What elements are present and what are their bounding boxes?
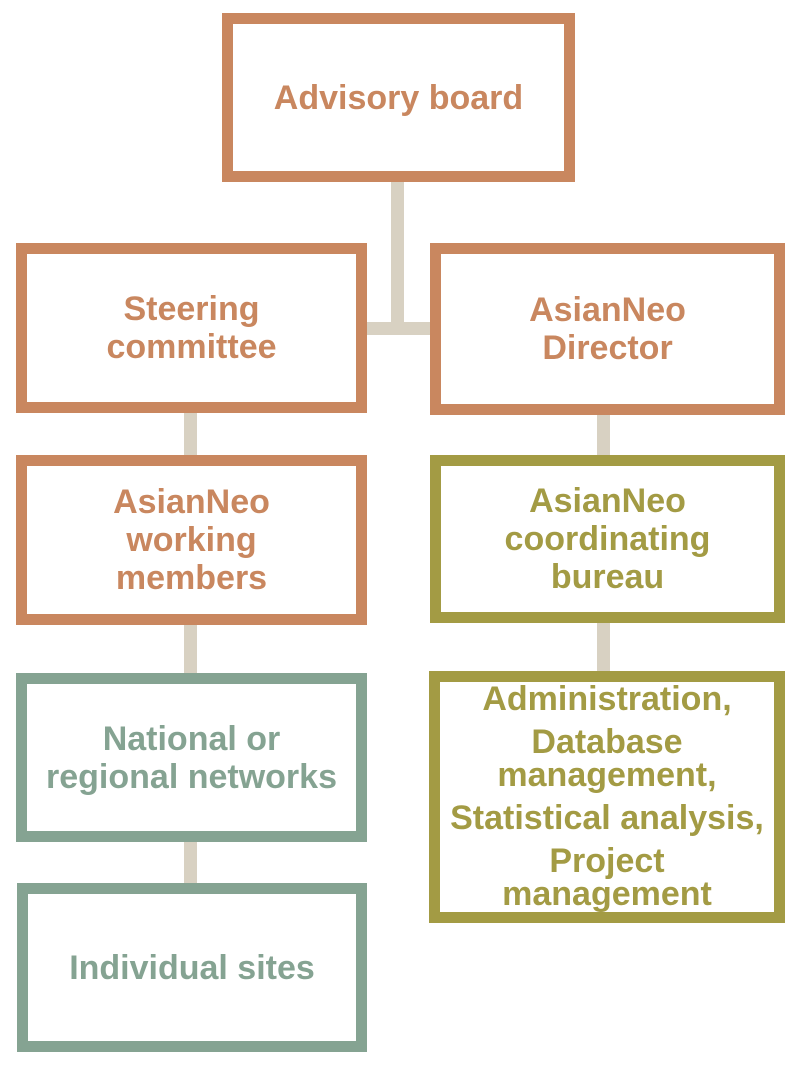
- connector-advisory-to-row2: [391, 182, 404, 335]
- node-administration-label-line6: management: [502, 875, 712, 913]
- node-asianneo-working-members: AsianNeo working members: [16, 455, 367, 625]
- node-asianneo-director-label-line1: AsianNeo: [529, 291, 686, 329]
- node-asianneo-coordinating-bureau-label-line2: coordinating: [504, 520, 711, 558]
- node-administration-functions: Administration, Database management, Sta…: [429, 671, 785, 923]
- node-asianneo-working-members-label-line2: working: [126, 521, 257, 559]
- node-steering-committee-label-line2: committee: [106, 328, 277, 366]
- node-individual-sites: Individual sites: [17, 883, 367, 1052]
- node-administration-label-line3: management,: [497, 756, 717, 794]
- node-administration-label-line4: Statistical analysis,: [450, 799, 764, 837]
- node-national-regional-networks: National or regional networks: [16, 673, 367, 842]
- node-asianneo-director-label-line2: Director: [542, 329, 673, 367]
- node-asianneo-working-members-label-line3: members: [115, 559, 268, 597]
- connector-director-to-bureau: [597, 415, 610, 455]
- node-asianneo-working-members-label-line1: AsianNeo: [113, 483, 270, 521]
- node-asianneo-coordinating-bureau-label-line3: bureau: [550, 558, 665, 596]
- node-national-regional-networks-label-line1: National or: [102, 719, 281, 758]
- node-steering-committee-label-line1: Steering: [123, 290, 260, 328]
- node-steering-committee: Steering committee: [16, 243, 367, 413]
- node-individual-sites-label: Individual sites: [69, 948, 315, 987]
- node-advisory-board: Advisory board: [222, 13, 575, 182]
- node-national-regional-networks-label-line2: regional networks: [46, 757, 337, 796]
- node-advisory-board-label: Advisory board: [273, 78, 524, 117]
- connector-bureau-to-admin: [597, 623, 610, 671]
- node-asianneo-director: AsianNeo Director: [430, 243, 785, 415]
- connector-networks-to-sites: [184, 842, 197, 883]
- node-administration-label-line1: Administration,: [482, 680, 732, 718]
- connector-row2-horizontal: [358, 322, 438, 335]
- node-administration-label-line5: Project: [549, 842, 665, 880]
- node-administration-label-line2: Database: [531, 723, 683, 761]
- connector-working-to-networks: [184, 625, 197, 673]
- node-asianneo-coordinating-bureau-label-line1: AsianNeo: [529, 482, 686, 520]
- connector-steering-to-working: [184, 413, 197, 455]
- node-asianneo-coordinating-bureau: AsianNeo coordinating bureau: [430, 455, 785, 623]
